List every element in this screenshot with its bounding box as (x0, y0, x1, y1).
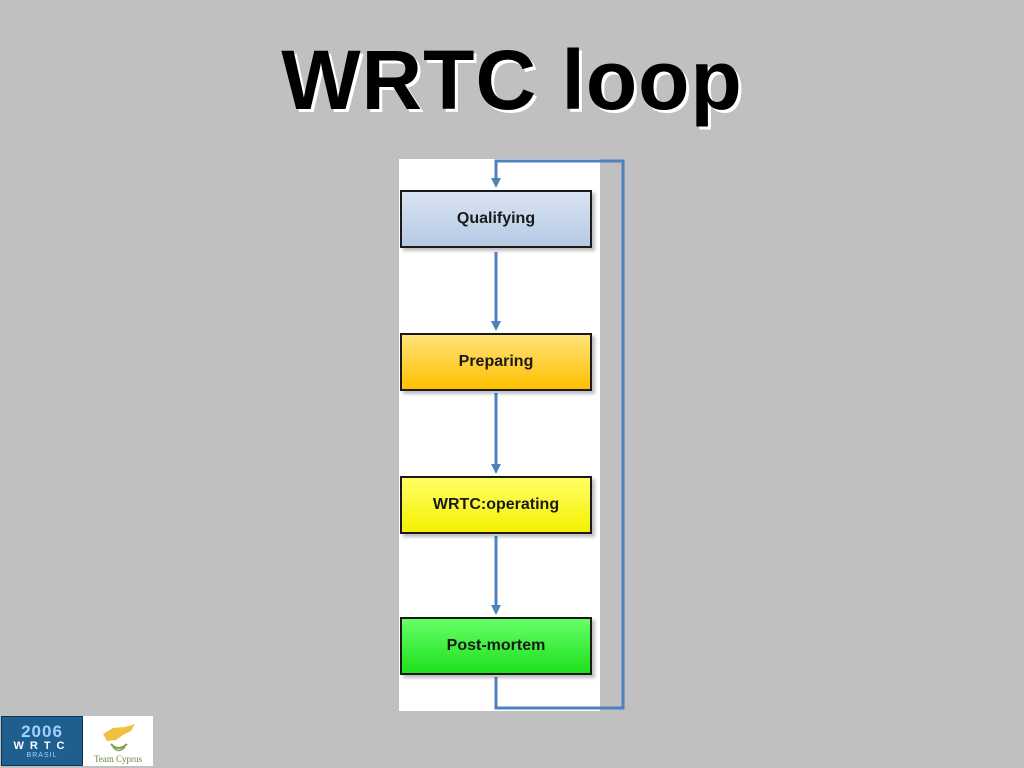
logo-sub: BRASIL (26, 752, 58, 760)
team-cyprus-text: Team Cyprus (93, 754, 143, 764)
logo-year: 2006 (21, 721, 63, 741)
node-post-mortem: Post-mortem (400, 617, 592, 675)
cyprus-map-icon (103, 724, 135, 752)
node-qualifying: Qualifying (400, 190, 592, 248)
node-wrtc-operating: WRTC:operating (400, 476, 592, 534)
slide-title: WRTC loop (281, 33, 743, 127)
logo-name: WRTC (13, 739, 71, 752)
wrtc-2006-logo: 2006 WRTC BRASIL (1, 716, 83, 766)
node-preparing: Preparing (400, 333, 592, 391)
edge-loop-back (491, 159, 625, 710)
team-cyprus-logo: Team Cyprus (83, 716, 153, 766)
